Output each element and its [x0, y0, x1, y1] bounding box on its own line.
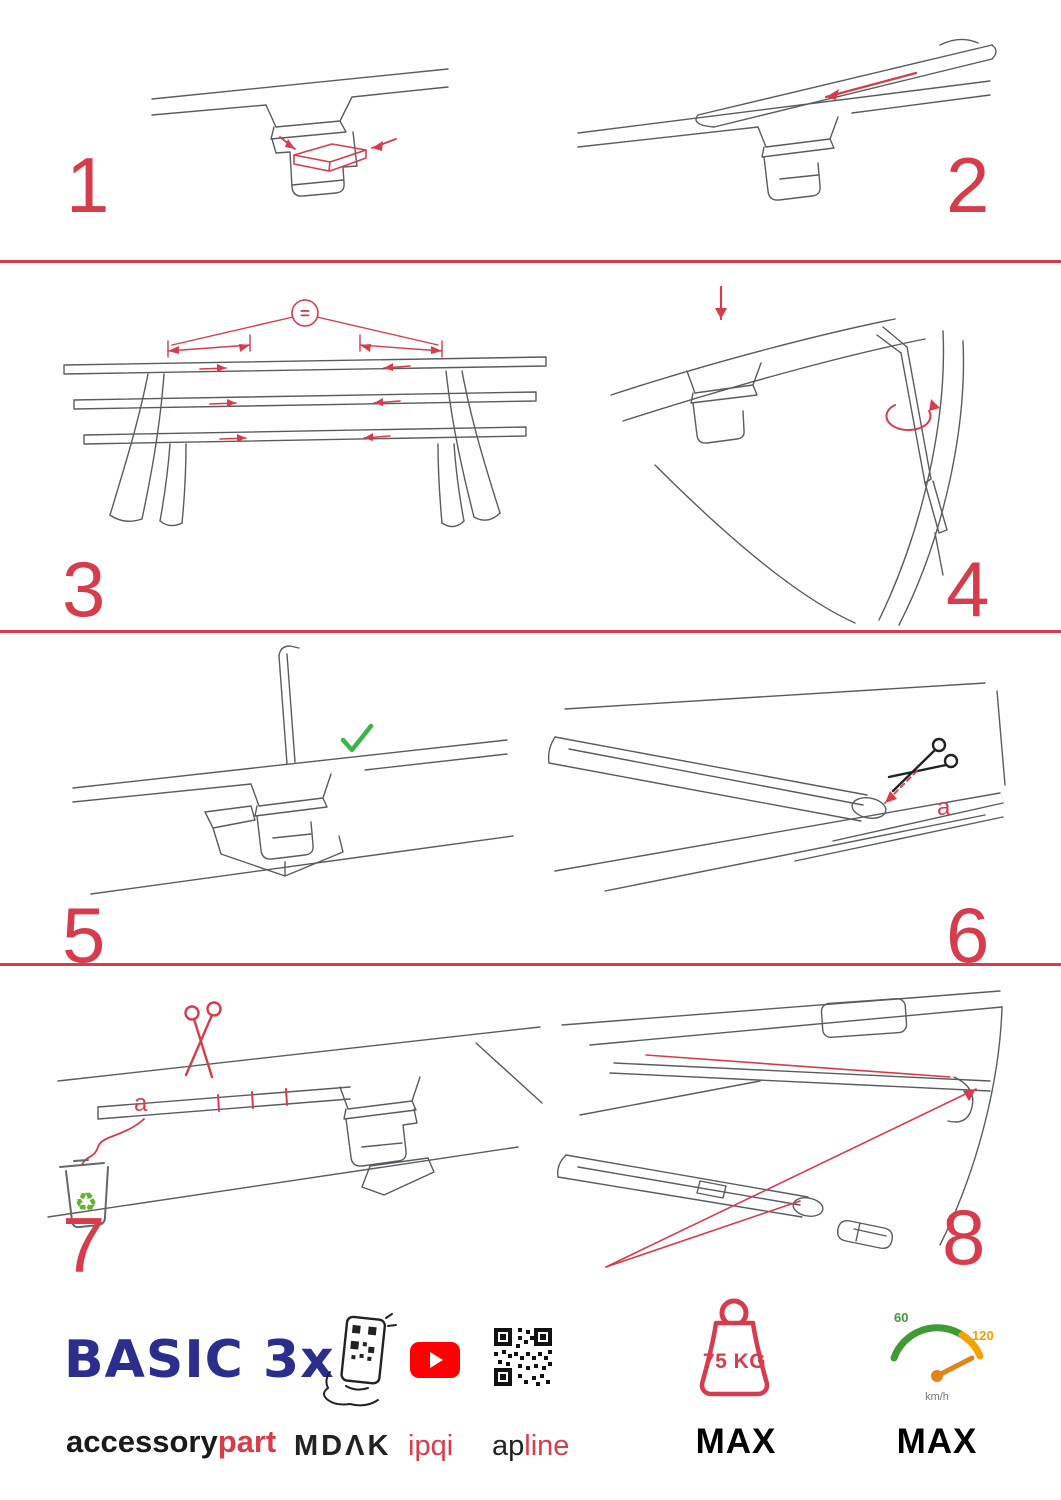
- recycle-icon: ♻: [74, 1187, 97, 1217]
- ipqi-logo: ipqi: [408, 1430, 454, 1462]
- speed-max-label: MAX: [896, 1422, 978, 1461]
- weight-value: 75 KG: [703, 1350, 766, 1373]
- apline-red: line: [524, 1430, 570, 1462]
- step-3-number: 3: [62, 545, 106, 633]
- weight-limit-icon: 75 KG: [672, 1296, 797, 1408]
- brand-wordmark: accessorypart: [66, 1424, 276, 1460]
- brand-wordmark-red: part: [217, 1424, 277, 1459]
- step-4-number: 4: [946, 545, 990, 633]
- apline-logo: apline: [492, 1430, 569, 1463]
- centering-arrows: [199, 363, 411, 442]
- step-6-illustration: a: [545, 675, 1010, 910]
- section-divider: [0, 260, 1061, 263]
- step-5-illustration: [55, 640, 525, 905]
- brand-wordmark-black: accessory: [66, 1424, 218, 1459]
- checkmark-icon: [340, 723, 374, 753]
- trash-icon: [59, 1159, 109, 1229]
- speed-low-tick: 60: [894, 1310, 908, 1325]
- product-logo: BASIC 3x: [64, 1330, 335, 1390]
- cut-label: a: [937, 794, 951, 821]
- step-1-number: 1: [66, 141, 110, 229]
- step-8-illustration: [550, 985, 1015, 1280]
- speedometer-icon: 60 120 km/h: [874, 1294, 999, 1412]
- play-icon: [430, 1352, 443, 1368]
- phone-qr-icon: [316, 1312, 397, 1407]
- scissors-icon: [184, 1001, 222, 1079]
- qr-code: [492, 1326, 554, 1388]
- step-2-illustration: [520, 35, 1000, 230]
- section-divider: [0, 963, 1061, 966]
- speed-unit: km/h: [925, 1391, 949, 1403]
- speed-high-tick: 120: [972, 1328, 994, 1343]
- apline-black: ap: [492, 1430, 525, 1462]
- step-4-illustration: [595, 275, 1020, 626]
- weight-max-label: MAX: [695, 1422, 777, 1461]
- step-2-number: 2: [946, 141, 990, 229]
- equal-spacing-annotation: =: [167, 299, 443, 358]
- mdak-logo: MDΛK: [294, 1430, 392, 1462]
- section-divider: [0, 630, 1061, 633]
- step-8-number: 8: [942, 1193, 986, 1281]
- scissors-icon: [887, 737, 959, 793]
- cut-label: a: [134, 1090, 148, 1117]
- step-7-number: 7: [62, 1201, 106, 1289]
- step-1-illustration: [140, 55, 460, 245]
- step-3-illustration: =: [50, 285, 560, 540]
- equal-badge-text: =: [300, 304, 310, 323]
- step-6-number: 6: [946, 891, 990, 979]
- step-7-illustration: a ♻: [40, 985, 545, 1235]
- youtube-icon: [410, 1342, 460, 1378]
- step-5-number: 5: [62, 891, 106, 979]
